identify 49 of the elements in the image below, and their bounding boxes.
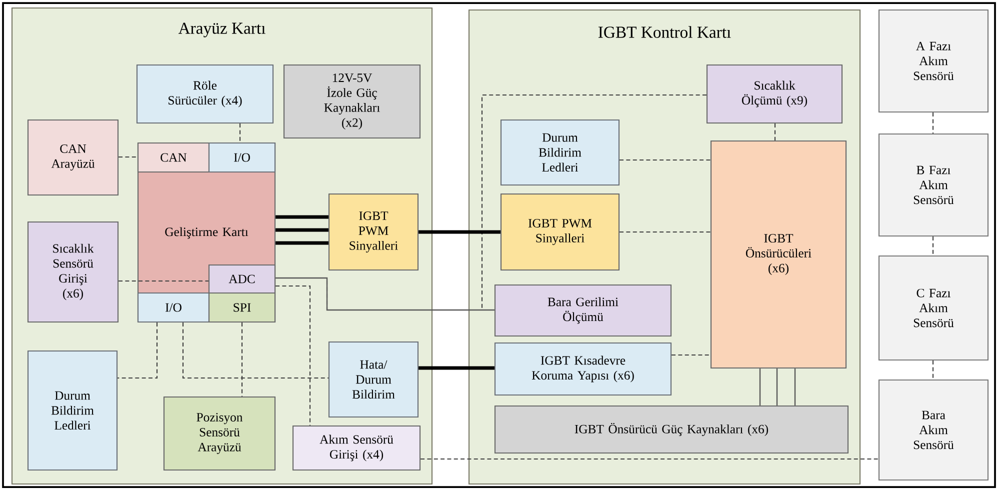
connector-line — [932, 112, 934, 134]
block-box: Sıcaklık Sensörü Girişi (x6) — [27, 221, 119, 323]
bus-line — [418, 366, 494, 370]
connector-line — [420, 458, 878, 460]
bus-line — [276, 228, 328, 232]
bus-line — [276, 241, 328, 245]
block-box: IGBT PWM Sinyalleri — [328, 193, 419, 271]
connector-line — [759, 368, 761, 406]
block-box: Pozisyon Sensörü Arayüzü — [163, 396, 276, 471]
connector-line — [672, 354, 710, 356]
block-box: Durum Bildirim Ledleri — [500, 119, 620, 186]
connector-line — [620, 159, 710, 161]
port-box: I/O — [208, 142, 276, 173]
sensor-box: A Fazı Akım Sensörü — [878, 9, 989, 113]
block-box: CAN Arayüzü — [27, 119, 119, 196]
port-box: SPI — [208, 292, 276, 323]
block-box: Sıcaklık Ölçümü (x9) — [706, 64, 843, 124]
connector-line — [932, 360, 934, 380]
block-box: Hata/ Durum Bildirim — [328, 341, 419, 418]
bus-line — [418, 230, 500, 234]
connector-line — [239, 124, 241, 142]
block-box: IGBT Önsürücü Güç Kaynakları (x6) — [494, 405, 849, 454]
block-box: 12V-5V İzole Güç Kaynakları (x2) — [283, 64, 421, 139]
connector-line — [182, 322, 328, 379]
connector-line — [118, 280, 208, 282]
bus-line — [276, 215, 328, 219]
block-box: Akım Sensörü Girişi (x4) — [292, 425, 421, 471]
connector-line — [774, 124, 776, 140]
block-box: Bara Gerilimi Ölçümü — [494, 284, 672, 337]
block-box: IGBT PWM Sinyalleri — [500, 193, 620, 271]
block-box: IGBT Önsürücüleri (x6) — [710, 140, 847, 369]
sensor-box: B Fazı Akım Sensörü — [878, 133, 989, 237]
connector-line — [932, 236, 934, 256]
sensor-box: C Fazı Akım Sensörü — [878, 255, 989, 361]
port-box: ADC — [208, 264, 276, 294]
connector-line — [794, 368, 796, 406]
connector-line — [276, 285, 311, 426]
block-box: Röle Sürücüler (x4) — [136, 64, 274, 124]
connector-line — [620, 231, 710, 233]
connector-line — [118, 156, 138, 158]
connector-line — [241, 322, 243, 396]
sensor-box: Bara Akım Sensörü — [878, 379, 989, 481]
port-box: CAN — [137, 142, 210, 173]
connector-line — [118, 322, 158, 379]
block-box: IGBT Kısadevre Koruma Yapısı (x6) — [494, 342, 672, 396]
connector-line — [776, 368, 778, 406]
block-box: Durum Bildirim Ledleri — [27, 350, 118, 471]
connector-line — [276, 277, 494, 311]
port-box: I/O — [137, 292, 210, 323]
